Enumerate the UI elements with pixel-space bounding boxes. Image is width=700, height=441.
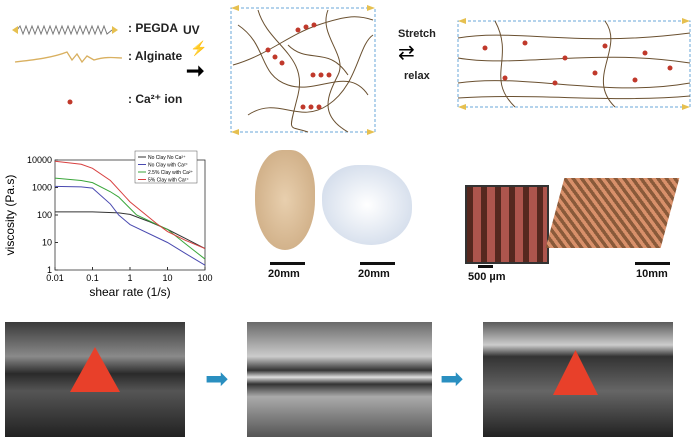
legend-entry: 2.5% Clay with Ca²⁺ [148, 170, 194, 176]
x-tick-label: 10 [162, 273, 172, 283]
crosslinked-network-diagram [230, 5, 376, 135]
legend-entry: No Clay with Ca²⁺ [148, 163, 189, 169]
compression-photo-recovered [483, 322, 673, 437]
y-tick-label: 1 [47, 265, 52, 275]
stretched-network-diagram [457, 18, 691, 110]
arrow-right-icon: ➡ [205, 363, 229, 394]
legend-glyphs [12, 24, 122, 105]
series-line [54, 160, 206, 250]
label-stretch: Stretch [398, 28, 436, 40]
y-tick-label: 10 [42, 238, 52, 248]
label-relax: relax [404, 70, 430, 82]
scale-label-c: 500 µm [468, 271, 506, 283]
scaffold-photo [545, 178, 680, 248]
label-uv: UV [183, 23, 200, 37]
arrow-right-icon: ➡ [440, 363, 464, 394]
y-tick-label: 10000 [27, 155, 52, 165]
series-line [54, 177, 206, 260]
x-tick-label: 0.1 [86, 273, 99, 283]
label-pegda: : PEGDA [128, 21, 179, 35]
y-axis-label: viscosity (Pa.s) [3, 175, 17, 256]
compression-photo-compressed [247, 322, 432, 437]
viscosity-chart: 0.01 0.1 1 10 100 1 10 100 1000 10000 shear rate (… [3, 150, 213, 299]
series-line [54, 185, 206, 266]
label-ca-ion: : Ca²⁺ ion [128, 92, 183, 106]
compression-photo-before [5, 322, 185, 437]
scaffold-zoom-photo [465, 185, 549, 264]
legend-entry: No Clay No Ca²⁺ [148, 155, 186, 161]
x-tick-label: 1 [127, 273, 132, 283]
x-tick-label: 100 [197, 273, 212, 283]
x-tick-label: 0.01 [46, 273, 64, 283]
alginate-chain-icon [14, 51, 122, 64]
arrow-right-icon: ➞ [186, 58, 205, 83]
white-gel-photo [322, 165, 412, 245]
series-line [55, 211, 206, 250]
beige-gel-photo [255, 150, 315, 250]
scale-label-d: 10mm [636, 268, 668, 280]
scale-label-b: 20mm [358, 268, 390, 280]
legend-entry: 5% Clay with Ca²⁺ [148, 178, 189, 184]
label-alginate: : Alginate [128, 49, 183, 63]
chart-legend [134, 150, 198, 184]
uv-bolt-icon: ⚡ [190, 40, 208, 56]
equilibrium-arrows-icon: ⇄ [398, 42, 415, 64]
scale-label-a: 20mm [268, 268, 300, 280]
ca-ion-icon [67, 99, 73, 105]
pegda-chain-icon [16, 24, 113, 36]
y-tick-label: 1000 [32, 183, 52, 193]
y-tick-label: 100 [37, 210, 52, 220]
x-axis-label: shear rate (1/s) [89, 285, 170, 299]
